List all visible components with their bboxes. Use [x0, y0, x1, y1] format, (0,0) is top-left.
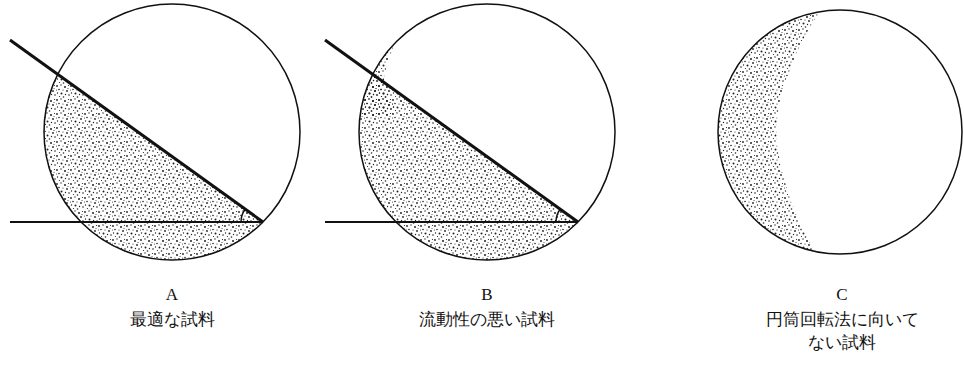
panel-letter: C: [836, 283, 847, 306]
drum-b: [325, 4, 645, 300]
drum-c: [700, 0, 962, 262]
panel-caption: 最適な試料: [130, 308, 215, 331]
panel-caption: 流動性の悪い試料: [419, 308, 555, 331]
panel-letter: A: [166, 283, 178, 306]
panel-caption: 円筒回転法に向いて ない試料: [760, 308, 925, 354]
panel-letter: B: [481, 283, 492, 306]
drum-a: [10, 4, 330, 300]
